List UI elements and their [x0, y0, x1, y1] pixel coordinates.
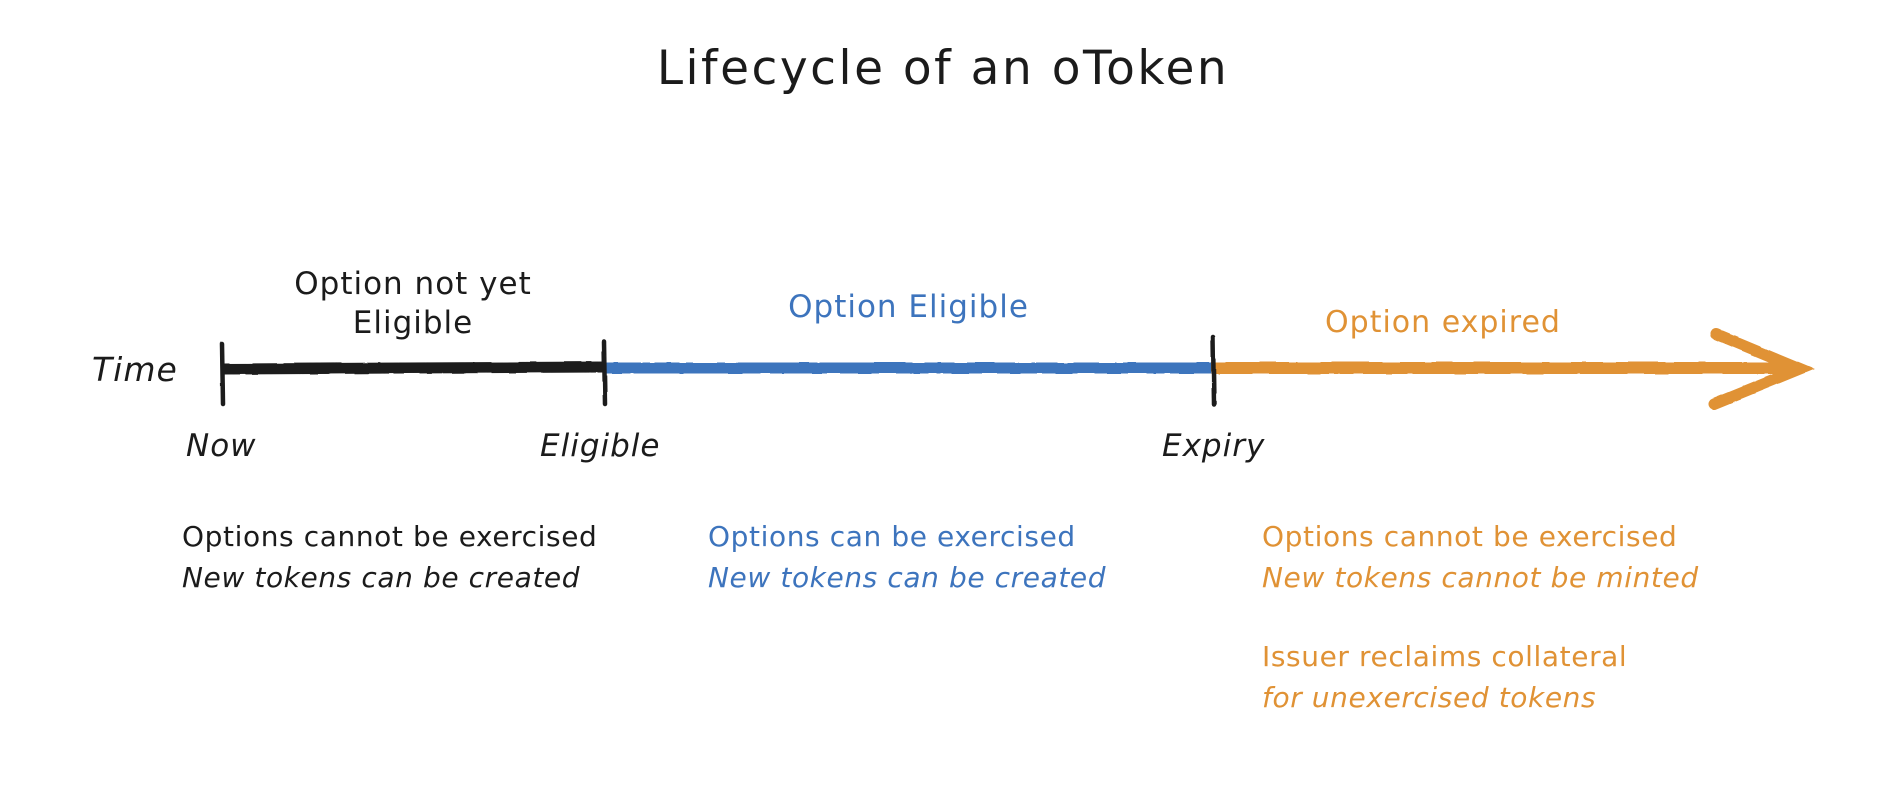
description-eligible: Options can be exercised New tokens can …: [708, 516, 1106, 598]
page-title: Lifecycle of an oToken: [656, 41, 1230, 96]
axis-label-time: Time: [92, 350, 178, 389]
segment-caption-eligible: Option Eligible: [788, 289, 1029, 325]
description-line-1: Issuer reclaims collateral: [1262, 640, 1628, 673]
description-expired: Options cannot be exercised New tokens c…: [1262, 516, 1699, 598]
tick-label-now: Now: [186, 428, 257, 464]
arrow-right-icon: [1708, 328, 1815, 410]
segment-not-yet-eligible: [221, 361, 607, 375]
tick-eligible: [601, 339, 608, 407]
description-line-1: Options cannot be exercised: [182, 520, 598, 553]
description-line-2: New tokens cannot be minted: [1262, 561, 1699, 595]
description-line-2: New tokens can be created: [182, 561, 581, 595]
segment-caption-not-yet-eligible: Option not yet Eligible: [222, 265, 604, 343]
tick-expiry: [1210, 334, 1217, 407]
segment-caption-expired: Option expired: [1325, 305, 1561, 340]
description-expired-collateral: Issuer reclaims collateral for unexercis…: [1262, 636, 1627, 718]
tick-label-eligible: Eligible: [540, 428, 661, 464]
segment-caption-line-1: Option not yet: [294, 266, 532, 302]
segment-caption-line-2: Eligible: [352, 304, 474, 341]
tick-now: [219, 341, 226, 407]
description-line-1: Options can be exercised: [708, 520, 1076, 553]
tick-label-expiry: Expiry: [1162, 428, 1266, 464]
description-line-2: New tokens can be created: [708, 561, 1107, 595]
description-not-yet-eligible: Options cannot be exercised New tokens c…: [182, 516, 597, 598]
description-line-1: Options cannot be exercised: [1262, 520, 1678, 553]
description-line-2: for unexercised tokens: [1262, 681, 1597, 715]
